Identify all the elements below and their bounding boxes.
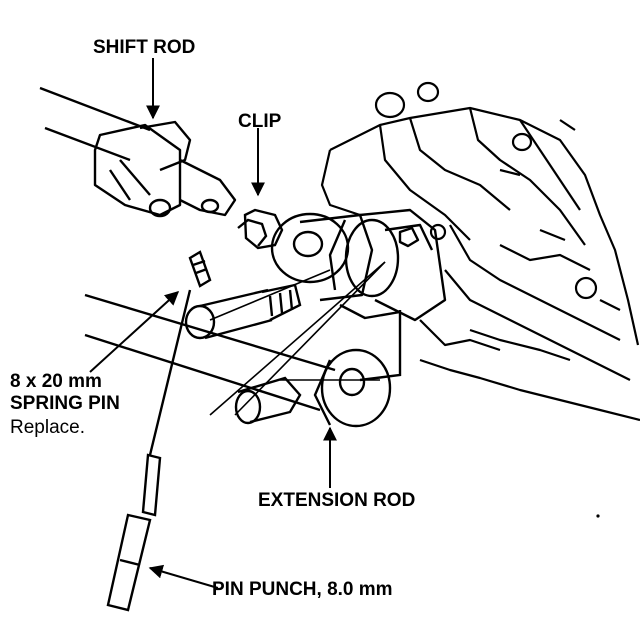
shift-rod-label: SHIFT ROD [93,37,196,58]
extension-rod [84,293,402,428]
spring-pin-size-label: 8 x 20 mm [10,371,102,392]
shift-rod [39,86,237,218]
leader-arrows [89,58,337,589]
spring-pin-label: SPRING PIN [10,393,120,414]
transmission-housing [320,81,640,422]
pin-punch-tool [106,289,192,612]
dot-mark [596,514,600,518]
clip-label: CLIP [238,111,282,132]
guide-lines [209,261,386,416]
pin-punch-label: PIN PUNCH, 8.0 mm [212,579,393,600]
spring-pin-part [188,250,212,288]
extension-rod-joint [270,208,447,322]
extension-rod-label: EXTENSION ROD [258,490,416,511]
spring-pin-note: Replace. [10,417,85,438]
clip-part [237,208,284,250]
